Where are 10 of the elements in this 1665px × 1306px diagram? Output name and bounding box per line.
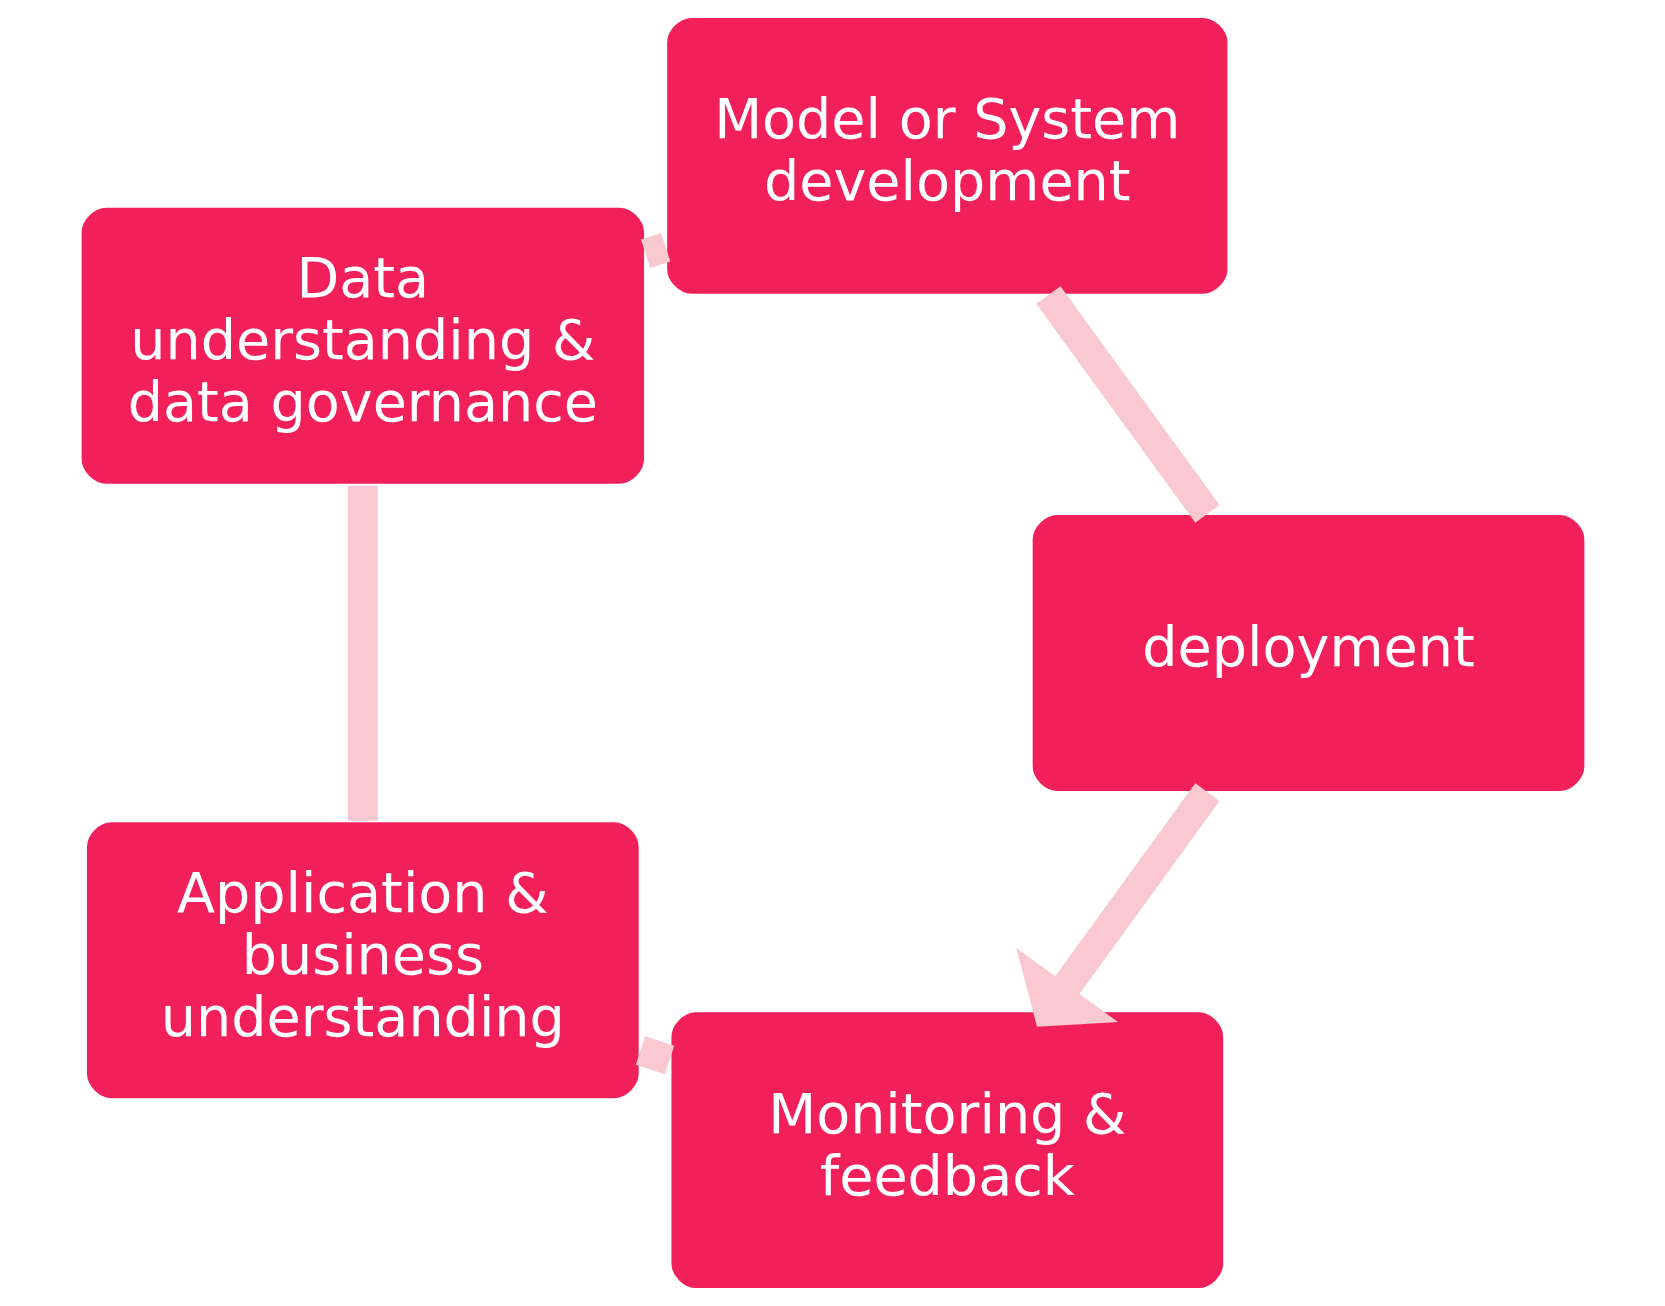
- node-box: Data understanding & data governance: [79, 205, 646, 486]
- connector: [1035, 286, 1220, 523]
- connector: [640, 233, 670, 269]
- connector: [347, 485, 378, 821]
- node-box: deployment: [1030, 512, 1586, 794]
- node-box: Application & business understanding: [84, 820, 641, 1101]
- connector: [635, 1036, 674, 1075]
- node-box: Monitoring & feedback: [668, 1010, 1225, 1291]
- node-box: Model or System development: [664, 15, 1230, 296]
- arrow: [1015, 783, 1219, 1027]
